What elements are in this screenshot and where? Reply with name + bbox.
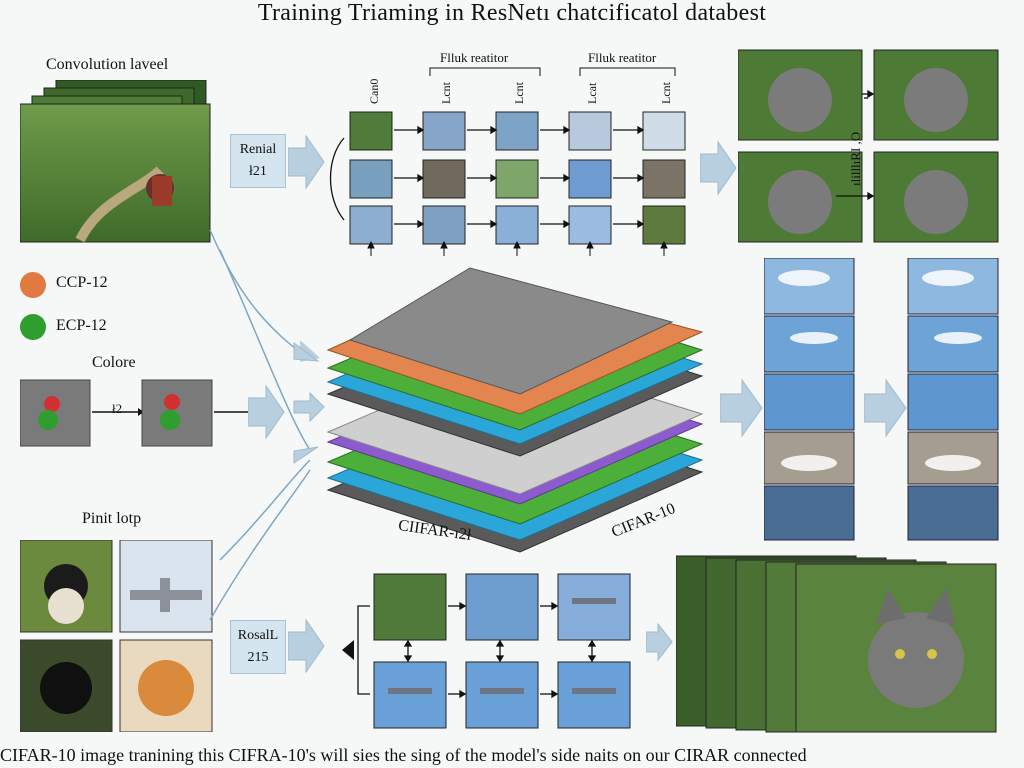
stack-input-arrows [293,342,325,464]
colore-row [20,379,254,447]
page-title: Training Triaming in ResNetı chatcificat… [257,0,767,26]
col-head-4: Lcnt [659,82,673,104]
conv-image-stack [20,80,211,243]
sky-arrow-right [864,378,907,438]
colore-arrow-mark: ł2 [112,401,123,416]
rosall-line2: 215 [247,650,269,665]
cat-grid [738,49,999,243]
rosall-arrow [288,618,325,674]
cat-image-stack [676,555,997,733]
cat-arrow [700,140,737,196]
pet-images [20,540,213,732]
cat-column-text: ılilllıRI ,O [848,131,863,186]
conv-layer-label: Convolution laveel [46,56,169,73]
legend-dot-ecp [20,314,46,340]
legend-text-ccp: CCP-12 [56,274,108,291]
col-head-3: Lcat [585,82,599,104]
figure-caption: CIFAR-10 image tranining this CIFRA-10's… [0,745,807,765]
legend-dot-ccp [20,272,46,298]
sky-columns [764,258,999,541]
rosall-line1: RosalL [237,628,279,643]
colore-arrow [248,384,285,440]
cat-stack-arrow [646,622,673,662]
filter-label-left: Flluk reatitor [440,50,509,65]
sky-arrow-left [720,378,763,438]
colore-label: Colore [92,354,136,371]
rosall-box: RosalL 215 [230,620,286,674]
col-head-1: Lcnt [439,82,453,104]
col-head-2: Lcnt [512,82,526,104]
renial-box: Renial ł21 [230,134,286,188]
layer-stack [300,267,704,553]
renial-line2: ł21 [249,164,267,179]
filter-label-right: Flluk reatitor [588,50,657,65]
col-head-0: Can0 [367,78,381,104]
filter-brackets [429,67,676,76]
legend-text-ecp: ECP-12 [56,317,107,334]
bottom-image-grid [342,573,631,729]
pinit-lotp-label: Pinit lotp [82,510,142,527]
top-image-grid [329,111,686,256]
renial-line1: Renial [239,142,277,157]
renial-arrow [288,134,325,190]
